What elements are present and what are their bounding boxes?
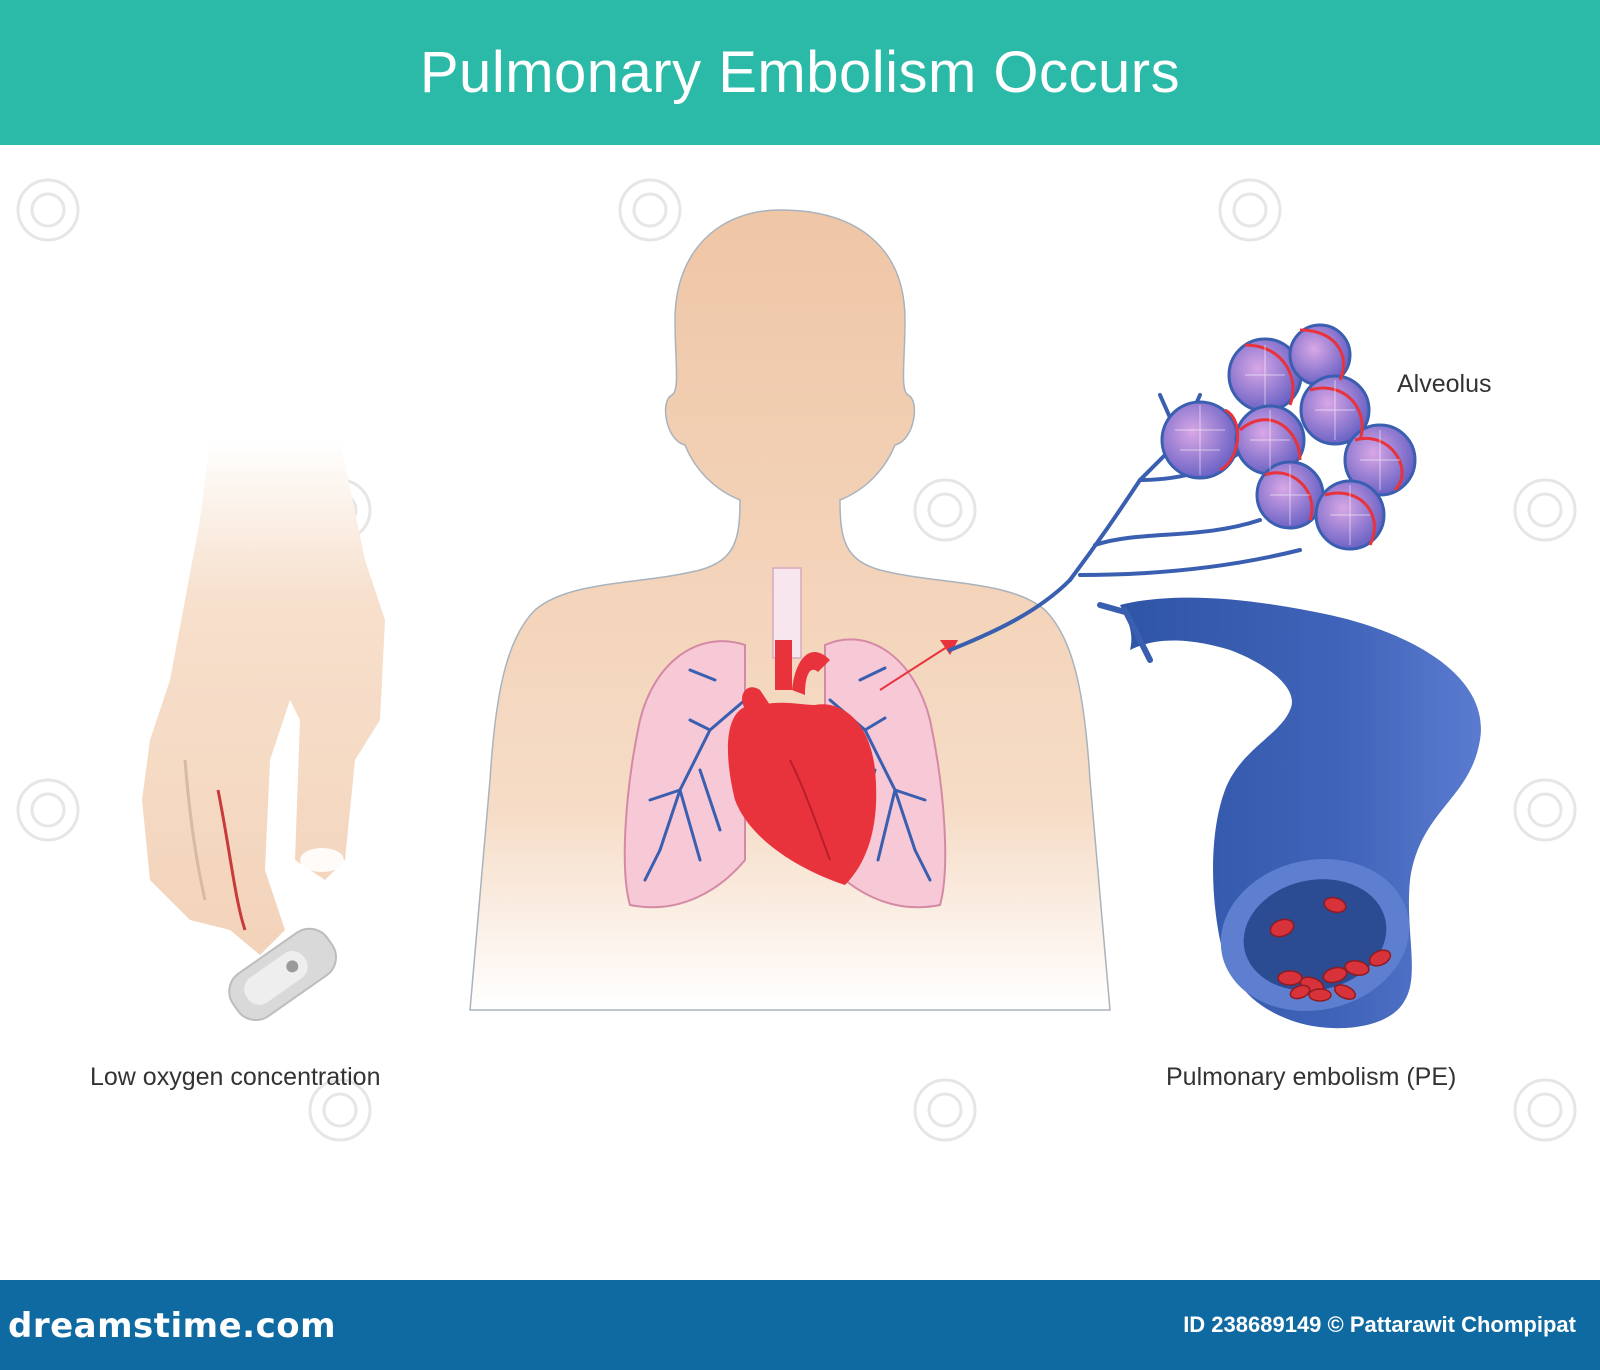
image-credit: ID 238689149 © Pattarawit Chompipat (1183, 1312, 1576, 1337)
label-low-oxygen: Low oxygen concentration (90, 1063, 381, 1091)
brand-logo[interactable]: dreamstime.com (8, 1306, 337, 1346)
alveoli-cluster (1160, 323, 1417, 551)
pointer-arrowhead (940, 640, 958, 655)
illustration (16, 178, 1577, 1142)
hand-figure (142, 440, 385, 955)
heart (727, 640, 877, 885)
pointer-arrow (879, 644, 951, 691)
title-banner: Pulmonary Embolism Occurs (0, 0, 1600, 145)
watermark (16, 178, 1577, 1142)
label-alveolus: Alveolus (1397, 370, 1492, 398)
blood-clot (1269, 896, 1392, 1002)
footer-bar: dreamstime.com ID 238689149 © Pattarawit… (0, 1280, 1600, 1370)
pulmonary-vessel (1097, 597, 1481, 1029)
label-pulmonary-embolism: Pulmonary embolism (PE) (1166, 1063, 1457, 1091)
page-title: Pulmonary Embolism Occurs (419, 40, 1181, 105)
pulse-oximeter (228, 927, 337, 1022)
